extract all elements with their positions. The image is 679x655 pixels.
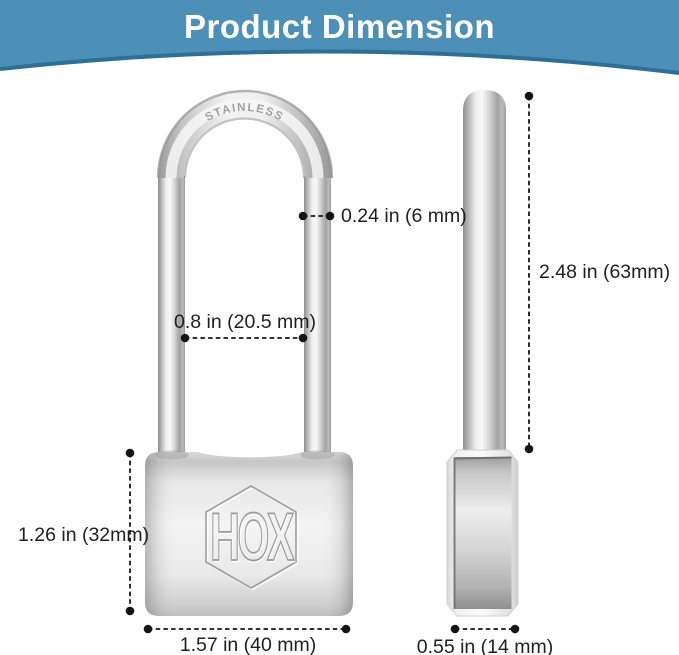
dim-label-body-depth: 0.55 in (14 mm) bbox=[416, 636, 554, 655]
dim-body-height-dot-top bbox=[125, 448, 135, 458]
front-shackle-arch-inner-edge bbox=[183, 117, 306, 179]
padlock-side-view bbox=[446, 90, 519, 617]
logo-text: HOX bbox=[210, 499, 295, 575]
dimension-endpoints bbox=[125, 91, 534, 634]
header-banner bbox=[0, 0, 679, 75]
front-shackle-arch-outer-edge bbox=[156, 89, 334, 179]
dim-label-inner-width: 0.8 in (20.5 mm) bbox=[174, 311, 316, 333]
side-shackle-rod bbox=[463, 90, 506, 458]
dim-body-depth-dot-left bbox=[450, 624, 460, 634]
page-title: Product Dimension bbox=[183, 8, 496, 45]
dim-shackle-diameter-dot-left bbox=[298, 211, 308, 221]
front-lock-body-edge-shading bbox=[145, 452, 353, 616]
dimension-lines bbox=[129, 96, 530, 630]
dim-inner-width-dot-left bbox=[180, 333, 190, 343]
dim-shackle-height-dot-top bbox=[524, 91, 534, 101]
dim-label-body-width: 1.57 in (40 mm) bbox=[179, 634, 317, 655]
dim-inner-width-dot-right bbox=[298, 333, 308, 343]
dim-shackle-height-dot-bottom bbox=[524, 444, 534, 454]
dim-body-depth-dot-right bbox=[510, 624, 520, 634]
brand-logo-emblem: HOX HOX bbox=[205, 485, 299, 591]
front-shackle-right-leg bbox=[304, 176, 331, 456]
logo-monogram: HOX HOX bbox=[209, 498, 298, 577]
front-shackle-arch-highlight bbox=[165, 99, 324, 179]
dim-label-shackle-height: 2.48 in (63mm) bbox=[539, 261, 671, 283]
dim-label-shackle-diameter: 0.24 in (6 mm) bbox=[341, 205, 467, 227]
dim-body-height-dot-bottom bbox=[125, 606, 135, 616]
logo-hexagon-outline bbox=[205, 485, 297, 589]
logo-hexagon-highlight bbox=[206, 486, 299, 591]
dim-body-width-dot-right bbox=[341, 624, 351, 634]
logo-text-highlight: HOX bbox=[211, 500, 296, 576]
side-panel-dark-edge bbox=[453, 456, 512, 609]
dim-body-width-dot-left bbox=[143, 624, 153, 634]
dim-label-body-height: 1.26 in (32mm) bbox=[18, 524, 150, 546]
banner-wave-edge bbox=[0, 49, 679, 75]
padlock-front-view: STAINLESS HOX HOX bbox=[145, 89, 353, 616]
front-shackle-left-leg bbox=[158, 176, 185, 456]
dim-shackle-diameter-dot-right bbox=[325, 211, 335, 221]
side-body-face-panel bbox=[454, 457, 512, 609]
